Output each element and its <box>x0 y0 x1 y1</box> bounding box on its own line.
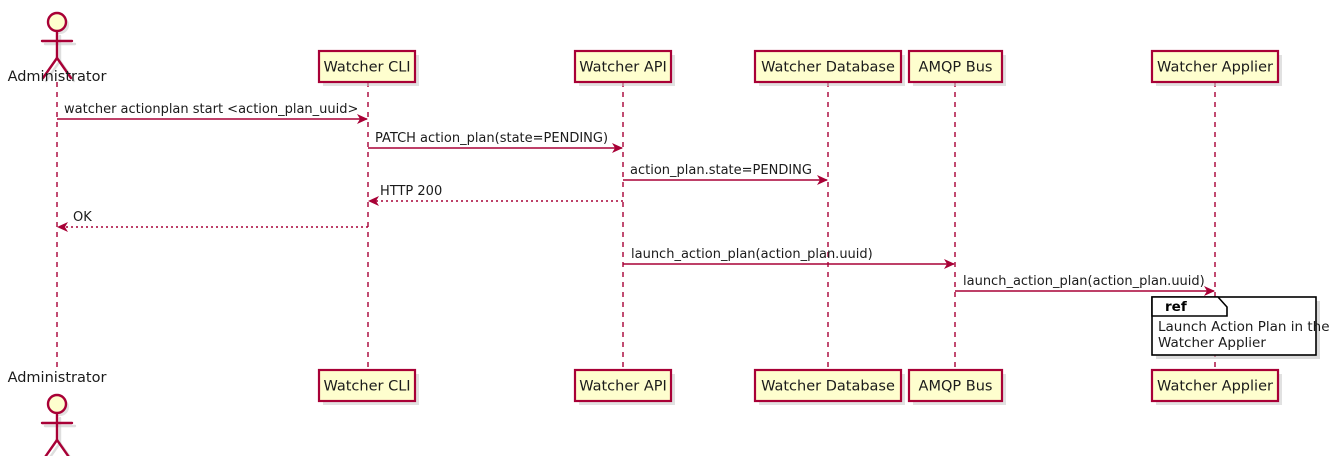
actor-head-icon <box>46 393 68 415</box>
message-7-amqp-to-applier[interactable]: launch_action_plan(action_plan.uuid) <box>955 274 1215 296</box>
participant-label-applier: Watcher Applier <box>1157 60 1273 76</box>
box-frame <box>907 368 1004 403</box>
participant-box-cli-top[interactable]: Watcher CLI <box>317 49 419 86</box>
actor-administrator-bottom[interactable]: Administrator <box>8 370 107 456</box>
message-6-api-to-amqp[interactable]: launch_action_plan(action_plan.uuid) <box>623 247 955 269</box>
actor-administrator-top[interactable]: Administrator <box>8 11 107 85</box>
message-label: action_plan.state=PENDING <box>630 163 812 178</box>
message-label: watcher actionplan start <action_plan_uu… <box>64 102 358 117</box>
message-1-administrator-to-cli[interactable]: watcher actionplan start <action_plan_uu… <box>57 102 368 124</box>
message-arrowhead <box>1204 286 1215 296</box>
participant-box-cli-bottom[interactable]: Watcher CLI <box>317 368 419 405</box>
actor-leg-right <box>55 56 73 80</box>
box-frame <box>573 368 673 403</box>
ref-body-line: Launch Action Plan in the <box>1158 319 1330 335</box>
box-frame <box>1150 49 1280 84</box>
message-arrowhead <box>817 175 828 185</box>
actor-leg-right <box>55 438 70 456</box>
actor-shadow <box>49 441 62 456</box>
participant-box-amqp-top[interactable]: AMQP Bus <box>907 49 1006 86</box>
participant-label-database: Watcher Database <box>761 379 895 395</box>
message-2-cli-to-api[interactable]: PATCH action_plan(state=PENDING) <box>368 131 623 153</box>
participant-label-amqp: AMQP Bus <box>919 60 993 76</box>
messages-layer: watcher actionplan start <action_plan_uu… <box>57 102 1215 296</box>
actor-label-administrator: Administrator <box>8 69 107 85</box>
participant-label-api: Watcher API <box>579 379 667 395</box>
participant-box-database-top[interactable]: Watcher Database <box>753 49 905 86</box>
actor-shadow <box>44 59 62 83</box>
participant-box-api-top[interactable]: Watcher API <box>573 49 675 86</box>
box-frame <box>907 49 1004 84</box>
actor-head-icon <box>46 11 68 33</box>
message-4-api-to-cli[interactable]: HTTP 200 <box>368 184 623 206</box>
ref-body-line: Watcher Applier <box>1158 335 1266 351</box>
message-label: HTTP 200 <box>380 184 442 199</box>
actor-leg-left <box>44 438 59 456</box>
box-frame <box>317 368 417 403</box>
participant-label-amqp: AMQP Bus <box>919 379 993 395</box>
message-5-cli-to-administrator[interactable]: OK <box>57 210 368 232</box>
message-label: OK <box>73 210 92 225</box>
lifelines-layer <box>56 82 1216 370</box>
participant-label-cli: Watcher CLI <box>323 60 410 76</box>
ref-title: ref <box>1165 299 1187 315</box>
participant-box-applier-bottom[interactable]: Watcher Applier <box>1150 368 1282 405</box>
participants-layer: Watcher CLI Watcher CLI Watcher API Watcher… <box>317 49 1282 405</box>
box-frame <box>753 368 903 403</box>
box-frame <box>1150 368 1280 403</box>
message-arrowhead <box>57 222 68 232</box>
message-arrowhead <box>357 114 368 124</box>
participant-label-api: Watcher API <box>579 60 667 76</box>
participant-label-database: Watcher Database <box>761 60 895 76</box>
box-frame <box>753 49 903 84</box>
message-label: launch_action_plan(action_plan.uuid) <box>631 247 873 262</box>
box-frame <box>573 49 673 84</box>
participant-label-cli: Watcher CLI <box>323 379 410 395</box>
participant-box-amqp-bottom[interactable]: AMQP Bus <box>907 368 1006 405</box>
message-arrowhead <box>612 143 623 153</box>
participant-box-database-bottom[interactable]: Watcher Database <box>753 368 905 405</box>
ref-tab <box>1151 296 1228 317</box>
box-frame <box>317 49 417 84</box>
message-arrowhead <box>368 196 379 206</box>
participant-box-applier-top[interactable]: Watcher Applier <box>1150 49 1282 86</box>
message-label: PATCH action_plan(state=PENDING) <box>375 131 608 146</box>
participant-box-api-bottom[interactable]: Watcher API <box>573 368 675 405</box>
actor-label-administrator: Administrator <box>8 370 107 386</box>
message-arrowhead <box>944 259 955 269</box>
message-3-api-to-database[interactable]: action_plan.state=PENDING <box>623 163 828 185</box>
actor-leg-left <box>41 56 59 80</box>
participant-label-applier: Watcher Applier <box>1157 379 1273 395</box>
message-label: launch_action_plan(action_plan.uuid) <box>963 274 1205 289</box>
